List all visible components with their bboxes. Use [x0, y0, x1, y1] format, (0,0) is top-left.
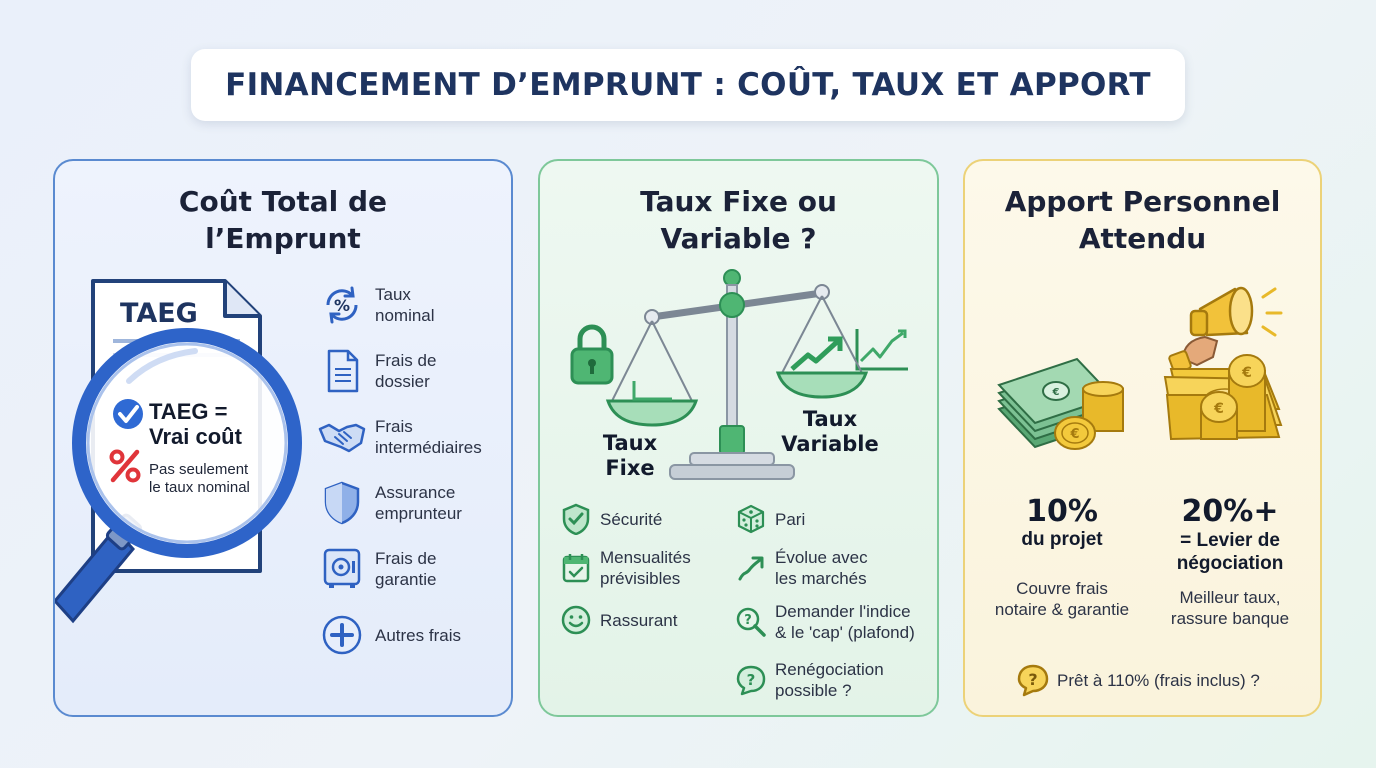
speech-question-icon: ? [1015, 663, 1051, 697]
speech-question-icon: ? [735, 664, 767, 696]
deposit-footer-text: Prêt à 110% (frais inclus) ? [1057, 670, 1260, 690]
cost-panel: Coût Total de l’Emprunt TAEG TAEG = Vr [53, 159, 513, 717]
variable-rate-item-label: Demander l'indice & le 'cap' (plafond) [775, 602, 915, 642]
coin-stack-small-icon: € [1054, 381, 1124, 450]
magnifier-question-icon: ? [735, 606, 767, 638]
svg-text:%: % [334, 296, 350, 315]
deposit-title-line1: Apport Personnel [1004, 185, 1281, 218]
deposit-10-percent: 10% du projet Couvre frais notaire & gar… [983, 495, 1141, 620]
rate-title-line2: Variable ? [660, 222, 817, 255]
plus-circle-icon [317, 613, 367, 657]
deposit-right-caption: = Levier de négociation [1176, 530, 1284, 574]
deposit-panel-title: Apport Personnel Attendu [965, 183, 1320, 257]
svg-text:?: ? [744, 613, 752, 628]
svg-text:?: ? [747, 671, 756, 689]
taeg-doc-label: TAEG [120, 298, 198, 329]
cost-title-line2: l’Emprunt [205, 222, 361, 255]
cost-item: Frais de dossier [317, 349, 436, 393]
rate-panel: Taux Fixe ou Variable ? [538, 159, 939, 717]
megaphone-icon [1168, 286, 1283, 374]
cost-item: Autres frais [317, 613, 461, 657]
percent-cycle-icon: % [317, 283, 367, 327]
variable-rate-item: ? Renégociation possible ? [735, 659, 884, 701]
growth-chart-icon [855, 329, 908, 371]
deposit-right-note: Meilleur taux, rassure banque [1170, 588, 1290, 628]
cost-item-label: Frais intermédiaires [375, 417, 482, 457]
handshake-icon [317, 415, 367, 459]
check-shield-icon [560, 503, 592, 535]
document-icon [317, 349, 367, 393]
smiley-icon [560, 604, 592, 636]
variable-rate-item-label: Pari [775, 509, 806, 529]
deposit-20-percent: 20%+ = Levier de négociation Meilleur ta… [1151, 495, 1309, 629]
balance-scale-icon [605, 269, 869, 480]
lens-note: Pas seulement le taux nominal [149, 461, 250, 496]
cost-panel-title: Coût Total de l’Emprunt [55, 183, 511, 257]
cost-item: Frais intermédiaires [317, 415, 482, 459]
lens-headline-line1: TAEG = [149, 399, 228, 424]
variable-rate-label: Taux Variable [781, 407, 879, 456]
svg-text:?: ? [1028, 670, 1037, 689]
cost-item: Frais de garantie [317, 547, 436, 591]
deposit-panel: Apport Personnel Attendu € € [963, 159, 1322, 717]
cost-item-label: Frais de garantie [375, 549, 437, 589]
cost-item: Assurance emprunteur [317, 481, 462, 525]
title-banner: FINANCEMENT D’EMPRUNT : COÛT, TAUX ET AP… [191, 49, 1185, 121]
coin-stack-large-icon: € € [1163, 354, 1283, 441]
percent-red-icon [109, 449, 141, 483]
trend-arrow-icon [735, 552, 767, 584]
cost-title-line1: Coût Total de [178, 185, 388, 218]
cost-item-label: Frais de dossier [375, 351, 437, 391]
rate-panel-title: Taux Fixe ou Variable ? [540, 183, 937, 257]
fixed-rate-item-label: Rassurant [600, 610, 678, 630]
rate-title-line1: Taux Fixe ou [640, 185, 837, 218]
safe-icon [317, 547, 367, 591]
shield-icon [317, 481, 367, 525]
lens-headline-line2: Vrai coût [149, 424, 242, 449]
magnifier-lens [72, 328, 302, 558]
deposit-footer: ? Prêt à 110% (frais inclus) ? [1015, 663, 1260, 697]
variable-rate-item: ? Demander l'indice & le 'cap' (plafond) [735, 601, 915, 643]
page-title: FINANCEMENT D’EMPRUNT : COÛT, TAUX ET AP… [225, 67, 1151, 103]
fixed-rate-item-label: Mensualités prévisibles [600, 548, 691, 588]
dice-icon [735, 503, 767, 535]
deposit-left-percent: 10% [1026, 494, 1098, 529]
fixed-rate-item: Rassurant [560, 604, 677, 636]
variable-rate-item-label: Renégociation possible ? [775, 660, 884, 700]
variable-rate-item: Évolue avec les marchés [735, 547, 868, 589]
cost-item-label: Assurance emprunteur [375, 483, 462, 523]
svg-text:€: € [1052, 387, 1060, 398]
padlock-icon [570, 324, 614, 385]
cost-item: % Taux nominal [317, 283, 435, 327]
deposit-left-note: Couvre frais notaire & garantie [994, 579, 1130, 619]
fixed-rate-item-label: Sécurité [600, 509, 663, 529]
fixed-rate-item: Mensualités prévisibles [560, 547, 691, 589]
svg-text:€: € [1213, 401, 1224, 417]
check-badge-icon [113, 399, 143, 429]
fixed-rate-label: Taux Fixe [602, 431, 658, 480]
cost-item-label: Taux nominal [375, 285, 435, 325]
deposit-right-percent: 20%+ [1181, 494, 1279, 529]
variable-rate-item: Pari [735, 503, 805, 535]
svg-text:€: € [1241, 365, 1252, 381]
deposit-left-caption: du projet [1021, 529, 1103, 550]
lens-headline: TAEG = Vrai coût [149, 399, 242, 449]
variable-rate-item-label: Évolue avec les marchés [775, 548, 868, 588]
balance-scale-illustration [570, 269, 908, 480]
cost-item-label: Autres frais [375, 625, 461, 645]
fixed-rate-item: Sécurité [560, 503, 662, 535]
deposit-title-line2: Attendu [1078, 222, 1207, 255]
money-illustration: € € € € [997, 286, 1283, 450]
svg-text:€: € [1069, 427, 1079, 442]
taeg-magnifier-illustration [55, 279, 302, 624]
calendar-check-icon [560, 552, 592, 584]
